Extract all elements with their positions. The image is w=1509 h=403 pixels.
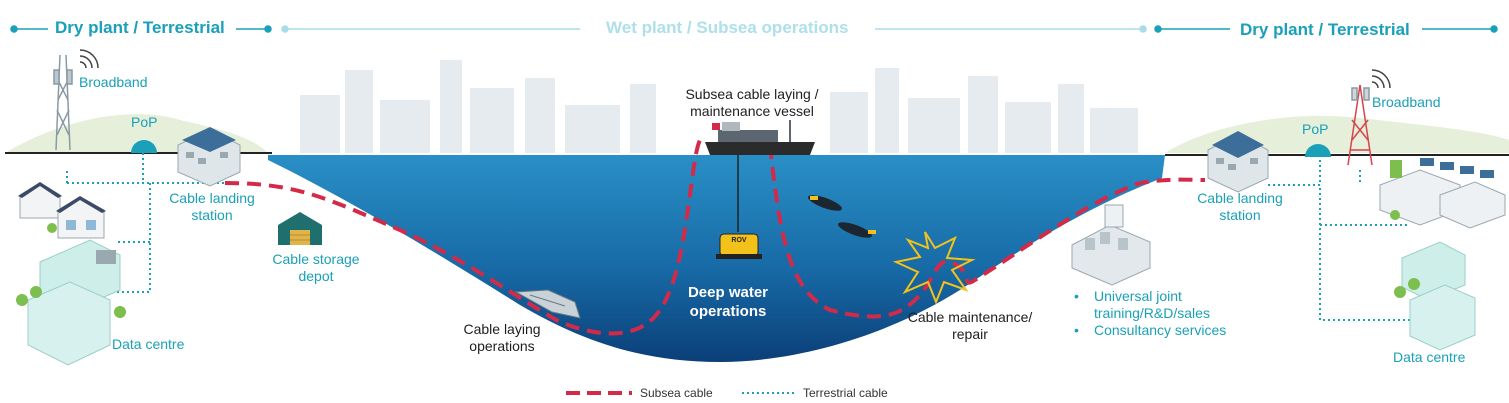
left-cable-landing-label: Cable landing station <box>164 190 260 224</box>
cable-maintenance-line2: repair <box>952 326 988 342</box>
right-cable-landing-station-icon <box>1207 131 1269 193</box>
facility-icon <box>1071 204 1151 286</box>
deep-water-label: Deep water operations <box>670 283 786 321</box>
cable-storage-depot-icon <box>278 212 322 245</box>
services-item-consultancy: Consultancy services <box>1072 322 1226 339</box>
right-wifi-icon <box>1371 69 1391 89</box>
diver-1-icon <box>807 195 843 211</box>
right-cable-landing-label-line2: station <box>1219 207 1261 223</box>
right-data-centre-icon <box>1394 241 1476 351</box>
cable-laying-line1: Cable laying <box>463 321 541 337</box>
services-item-line2: training/R&D/sales <box>1094 305 1210 321</box>
subsea-cable-path <box>224 139 1206 336</box>
cable-storage-depot-line2: depot <box>298 268 334 284</box>
left-cable-landing-label-line2: station <box>191 207 233 223</box>
legend-terrestrial-label: Terrestrial cable <box>803 386 888 400</box>
left-wifi-icon <box>79 49 99 69</box>
right-houses-icon <box>1379 158 1506 229</box>
repair-burst-icon <box>892 231 976 305</box>
right-pop-dome <box>1305 144 1331 157</box>
right-cable-landing-label-line1: Cable landing <box>1197 190 1283 206</box>
cable-laying-line2: operations <box>469 338 535 354</box>
services-list: Universal joint training/R&D/sales Consu… <box>1072 288 1226 339</box>
header-left-dry-plant: Dry plant / Terrestrial <box>55 18 225 37</box>
left-cable-landing-label-line1: Cable landing <box>169 190 255 206</box>
cable-laying-machine-icon <box>514 289 581 319</box>
cable-laying-label: Cable laying operations <box>450 321 554 355</box>
left-data-centre-icon <box>16 239 126 366</box>
header-lines <box>10 25 1498 33</box>
right-pop-label: PoP <box>1302 121 1329 137</box>
services-item-line1: Universal joint <box>1094 288 1182 304</box>
left-pop-dome <box>131 140 157 153</box>
header-center-wet-plant: Wet plant / Subsea operations <box>606 18 849 37</box>
left-houses-icon <box>18 182 106 239</box>
right-broadband-label: Broadband <box>1372 94 1441 110</box>
vessel-icon <box>705 120 815 155</box>
cable-maintenance-label: Cable maintenance/ repair <box>898 309 1042 343</box>
cable-storage-depot-label: Cable storage depot <box>266 251 366 285</box>
cable-maintenance-line1: Cable maintenance/ <box>907 309 1033 325</box>
left-cable-landing-station-icon <box>177 127 241 187</box>
header-lines-faint <box>281 25 1147 33</box>
vessel-label-line1: Subsea cable laying / <box>685 86 819 102</box>
left-data-centre-label: Data centre <box>112 336 185 352</box>
services-item-universal-joint: Universal joint training/R&D/sales <box>1072 288 1226 322</box>
left-broadband-tower <box>53 54 73 151</box>
vessel-label-line2: maintenance vessel <box>690 103 814 119</box>
rov-icon <box>716 233 762 259</box>
cable-storage-depot-line1: Cable storage <box>272 251 360 267</box>
deep-water-line1: Deep water <box>687 284 769 301</box>
terrestrial-cables <box>66 153 1441 321</box>
left-broadband-label: Broadband <box>79 74 148 90</box>
header-right-dry-plant: Dry plant / Terrestrial <box>1240 20 1410 39</box>
diver-2-icon <box>837 222 876 238</box>
deep-water-line2: operations <box>689 303 767 320</box>
vessel-label: Subsea cable laying / maintenance vessel <box>676 86 828 120</box>
right-broadband-tower <box>1347 84 1373 166</box>
right-data-centre-label: Data centre <box>1393 349 1466 365</box>
left-pop-label: PoP <box>131 114 158 130</box>
rov-text: ROV <box>731 237 747 244</box>
right-cable-landing-label: Cable landing station <box>1192 190 1288 224</box>
city-skyline <box>300 60 1138 153</box>
legend-subsea-label: Subsea cable <box>640 386 713 400</box>
